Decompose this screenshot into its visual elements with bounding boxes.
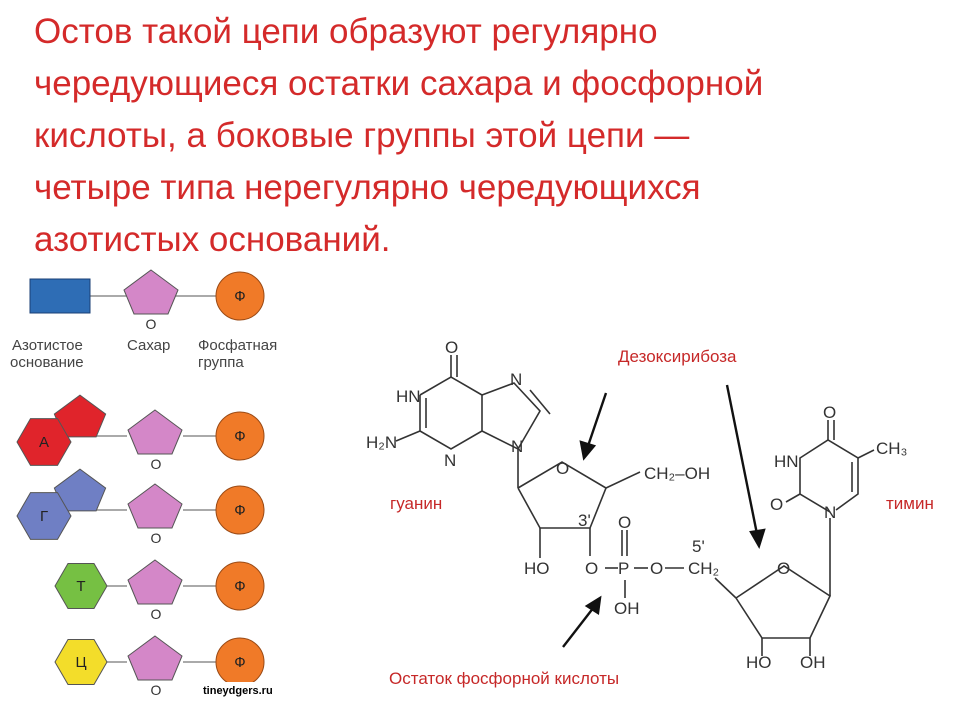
guanine-five-ring — [481, 382, 541, 451]
atom-oh: OH — [800, 653, 826, 672]
sugar-oxygen-label: О — [151, 456, 162, 472]
chemical-structure — [395, 355, 875, 656]
headline-line-3: кислоты, а боковые группы этой цепи — — [34, 116, 690, 155]
atom-n: N — [824, 503, 836, 522]
sugar-oxygen-label: О — [151, 530, 162, 546]
base-letter: Г — [40, 508, 48, 525]
atom-o: O — [556, 459, 569, 478]
sugar-oxygen-label: О — [146, 316, 157, 332]
purine-pentagon — [53, 468, 107, 512]
atom-h2n: H₂N — [366, 433, 397, 452]
atom-o: O — [770, 495, 783, 514]
arrow-phosphate — [562, 606, 595, 648]
nucleotide-rows: А О Ф Г О Ф Т О Ф Ц О Ф — [16, 394, 265, 698]
arrow-deoxyribose-2 — [725, 384, 759, 535]
headline-line-1: Остов такой цепи образуют регулярно — [34, 12, 658, 51]
atom-o: O — [445, 338, 458, 357]
deoxyribose-label: Дезоксирибоза — [618, 347, 737, 366]
sugar-oxygen-label: О — [151, 606, 162, 622]
phosphate-caption-1: Фосфатная — [198, 337, 277, 354]
atom-ch2oh: CH₂–OH — [644, 464, 710, 483]
deoxyribose-ring-1 — [517, 461, 607, 529]
sugar-oxygen-label: О — [151, 682, 162, 698]
guanine-label: гуанин — [390, 494, 442, 513]
headline-line-2: чередующиеся остатки сахара и фосфорной — [34, 64, 764, 103]
sugar-pentagon — [123, 269, 179, 315]
phosphate-residue-label: Остаток фосфорной кислоты — [389, 669, 619, 688]
atom-hn: HN — [774, 452, 799, 471]
phosphate-label: Ф — [234, 578, 245, 595]
atom-hn: HN — [396, 387, 421, 406]
atom-n: N — [510, 370, 522, 389]
phosphate-circle — [215, 411, 265, 461]
atom-o: O — [618, 513, 631, 532]
phosphate-label: Ф — [234, 428, 245, 445]
thymine-label: тимин — [886, 494, 934, 513]
pyrimidine-hexagon — [54, 639, 108, 685]
atom-ch2: CH₂ — [688, 559, 719, 578]
nucleotide-row: Т О Ф — [54, 559, 265, 622]
watermark-bg — [200, 682, 304, 698]
base-caption-2: основание — [10, 354, 84, 371]
phosphate-label: Ф — [234, 654, 245, 671]
atom-ch3: CH₃ — [876, 439, 907, 458]
arrow-deoxyribose-1 — [586, 392, 608, 447]
phosphate-circle — [215, 561, 265, 611]
atom-ho: HO — [746, 653, 772, 672]
phosphate-label: Ф — [234, 502, 245, 519]
atom-labels: O HN H₂N N N N O CH₂–OH 3' HO O P O O OH… — [366, 338, 907, 672]
pyrimidine-hexagon — [54, 563, 108, 609]
thymine-ring — [799, 439, 859, 513]
atom-o: O — [823, 403, 836, 422]
base-letter: Ц — [75, 654, 86, 671]
sugar-pentagon — [127, 559, 183, 605]
atom-p: P — [618, 559, 629, 578]
atom-o: O — [585, 559, 598, 578]
phosphate-circle — [215, 271, 265, 321]
base-caption-1: Азотистое — [12, 337, 83, 354]
purine-pentagon — [53, 394, 107, 438]
purine-hexagon — [16, 418, 72, 466]
watermark-text: tineydgers.ru — [203, 685, 273, 697]
base-letter: Т — [76, 578, 85, 595]
base-letter: А — [39, 434, 49, 451]
phosphate-caption-2: группа — [198, 354, 244, 371]
sugar-pentagon — [127, 483, 183, 529]
sugar-caption: Сахар — [127, 337, 170, 354]
atom-o: O — [650, 559, 663, 578]
headline-line-4: четыре типа нерегулярно чередующихся — [34, 168, 701, 207]
annotation-arrows — [562, 384, 766, 648]
base-box — [29, 278, 91, 314]
legend-nucleotide: О Ф Азотистое основание Сахар Фосфатная … — [10, 269, 277, 371]
prime-3: 3' — [578, 511, 591, 530]
sugar-pentagon — [127, 635, 183, 681]
headline-text: Остов такой цепи образуют регулярно чере… — [34, 6, 934, 266]
atom-n: N — [511, 437, 523, 456]
phosphate-label: Ф — [234, 288, 245, 305]
headline-line-5: азотистых оснований. — [34, 220, 391, 259]
purine-hexagon — [16, 492, 72, 540]
nucleotide-row: Ц О Ф — [54, 635, 265, 698]
prime-5: 5' — [692, 537, 705, 556]
guanine-six-ring — [419, 376, 483, 450]
atom-ho: HO — [524, 559, 550, 578]
atom-n: N — [444, 451, 456, 470]
atom-oh: OH — [614, 599, 640, 618]
sugar-pentagon — [127, 409, 183, 455]
phosphate-circle — [215, 485, 265, 535]
nucleotide-row: А О Ф — [16, 394, 265, 472]
atom-o: O — [777, 559, 790, 578]
nucleotide-row: Г О Ф — [16, 468, 265, 546]
deoxyribose-ring-2 — [735, 565, 832, 639]
